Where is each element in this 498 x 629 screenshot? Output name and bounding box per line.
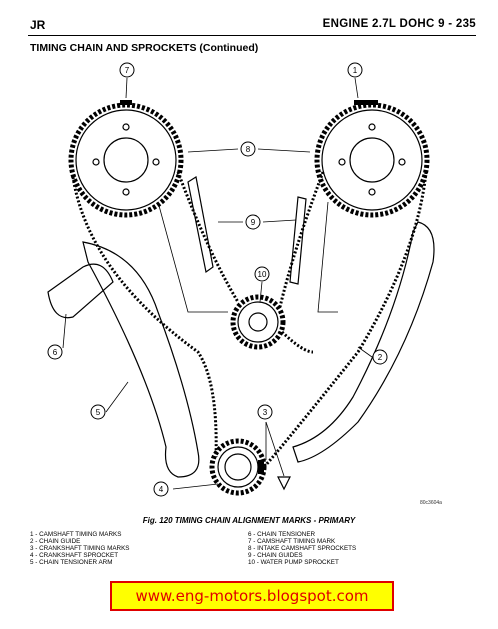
callout-markers: 7 1 8 9 10 2 3 4 5 6 [47, 62, 388, 497]
callout-label-8: 8 [246, 145, 251, 154]
engine-block-outline [157, 201, 338, 313]
timing-mark-dots [120, 100, 378, 474]
header-left-label: JR [30, 18, 46, 32]
timing-chain [71, 171, 428, 469]
callout-9: 9 [245, 214, 261, 230]
leader-lines [62, 77, 373, 490]
legend-column-left: 1 - CAMSHAFT TIMING MARKS 2 - CHAIN GUID… [30, 531, 129, 566]
left-cam-sprocket [68, 102, 184, 218]
legend-item: 7 - CAMSHAFT TIMING MARK [248, 538, 336, 546]
chain-guide-right [292, 221, 435, 463]
callout-1: 1 [347, 62, 363, 78]
figure-caption: Fig. 120 TIMING CHAIN ALIGNMENT MARKS - … [142, 516, 356, 525]
legend-item: 6 - CHAIN TENSIONER [248, 531, 316, 538]
callout-label-1: 1 [353, 66, 358, 75]
callout-7: 7 [119, 62, 135, 78]
legend-item: 3 - CRANKSHAFT TIMING MARKS [30, 545, 130, 553]
timing-chain-diagram: 7 1 8 9 10 2 3 4 5 6 [47, 62, 435, 497]
chain-guides [187, 176, 307, 285]
callout-label-7: 7 [125, 66, 130, 75]
callout-label-2: 2 [378, 353, 383, 362]
chain-tensioner-arm [82, 241, 200, 478]
callout-label-10: 10 [258, 270, 267, 279]
callout-label-4: 4 [159, 485, 164, 494]
chain-tensioner [47, 263, 114, 319]
header-rule [28, 35, 476, 36]
callout-label-5: 5 [96, 408, 101, 417]
callout-5: 5 [90, 404, 106, 420]
water-pump-sprocket [230, 294, 286, 350]
legend-item: 2 - CHAIN GUIDE [30, 538, 81, 546]
callout-3: 3 [257, 404, 273, 420]
callout-label-9: 9 [251, 218, 256, 227]
legend-item: 4 - CRANKSHAFT SPROCKET [30, 552, 119, 560]
right-cam-sprocket [314, 102, 430, 218]
section-title: TIMING CHAIN AND SPROCKETS (Continued) [30, 42, 259, 54]
callout-4: 4 [153, 481, 169, 497]
header-right-label: ENGINE 2.7L DOHC 9 - 235 [322, 18, 476, 30]
callout-8: 8 [240, 141, 256, 157]
legend-item: 9 - CHAIN GUIDES [248, 552, 303, 560]
crankshaft-sprocket [209, 438, 267, 496]
callout-6: 6 [47, 344, 63, 360]
watermark-banner[interactable]: www.eng-motors.blogspot.com [110, 581, 394, 611]
watermark-text[interactable]: www.eng-motors.blogspot.com [135, 587, 369, 605]
callout-10: 10 [254, 266, 270, 282]
figure-code: 80c3604a [420, 500, 442, 506]
callout-2: 2 [372, 349, 388, 365]
page-header: JR ENGINE 2.7L DOHC 9 - 235 [28, 18, 476, 34]
legend-item: 8 - INTAKE CAMSHAFT SPROCKETS [248, 545, 357, 553]
legend-item: 5 - CHAIN TENSIONER ARM [30, 559, 113, 567]
legend-item: 1 - CAMSHAFT TIMING MARKS [30, 531, 122, 538]
callout-label-6: 6 [53, 348, 58, 357]
timing-mark-triangle [277, 476, 291, 491]
legend-item: 10 - WATER PUMP SPROCKET [248, 559, 339, 567]
callout-label-3: 3 [263, 408, 268, 417]
legend-column-right: 6 - CHAIN TENSIONER 7 - CAMSHAFT TIMING … [248, 531, 356, 566]
